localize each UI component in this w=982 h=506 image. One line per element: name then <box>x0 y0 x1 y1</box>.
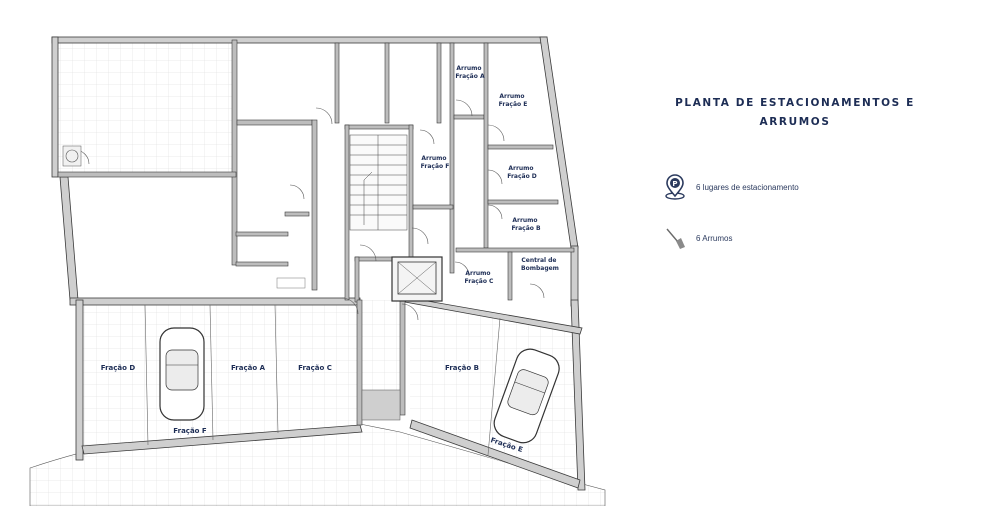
legend-parking: P 6 lugares de estacionamento <box>662 174 799 200</box>
legend-storage: 6 Arrumos <box>662 226 732 250</box>
label-central-bombagem: Central de Bombagem <box>521 257 559 272</box>
label-arrumo-b: Arrumo Fração B <box>511 217 541 232</box>
space-fracao-d: Fração D <box>101 364 136 372</box>
corridor-floor <box>345 300 400 390</box>
terrace-floor <box>55 40 235 175</box>
staircase <box>349 134 408 231</box>
label-arrumo-c: Arrumo Fração C <box>465 270 495 285</box>
broom-icon <box>662 225 688 251</box>
utility-circle <box>62 145 82 167</box>
parking-pin-icon: P <box>662 174 688 200</box>
ramp-block <box>361 389 401 421</box>
plan-title: PLANTA DE ESTACIONAMENTOS E ARRUMOS <box>675 97 915 128</box>
svg-text:P: P <box>672 180 677 188</box>
car-left <box>159 327 205 421</box>
door-swings <box>74 99 545 321</box>
space-fracao-c: Fração C <box>298 364 332 372</box>
legend-parking-label: 6 lugares de estacionamento <box>696 182 799 192</box>
fixture <box>276 277 306 289</box>
label-arrumo-d: Arrumo Fração D <box>507 165 537 180</box>
legend-storage-label: 6 Arrumos <box>696 233 733 243</box>
interior-walls <box>57 39 575 426</box>
parking-dividers <box>144 304 501 456</box>
space-fracao-b: Fração B <box>445 364 479 372</box>
floor-plan: Arrumo Fração A Arrumo Fração E Arrumo F… <box>29 36 606 506</box>
space-fracao-f: Fração F <box>173 427 207 435</box>
car-right <box>493 348 560 444</box>
label-arrumo-f: Arrumo Fração F <box>421 155 450 170</box>
label-arrumo-a: Arrumo Fração A <box>455 65 485 80</box>
space-fracao-a: Fração A <box>231 364 266 372</box>
label-arrumo-e: Arrumo Fração E <box>499 93 528 108</box>
parking-left-floor <box>82 305 357 445</box>
elevator <box>391 256 443 302</box>
outer-walls <box>51 36 586 491</box>
